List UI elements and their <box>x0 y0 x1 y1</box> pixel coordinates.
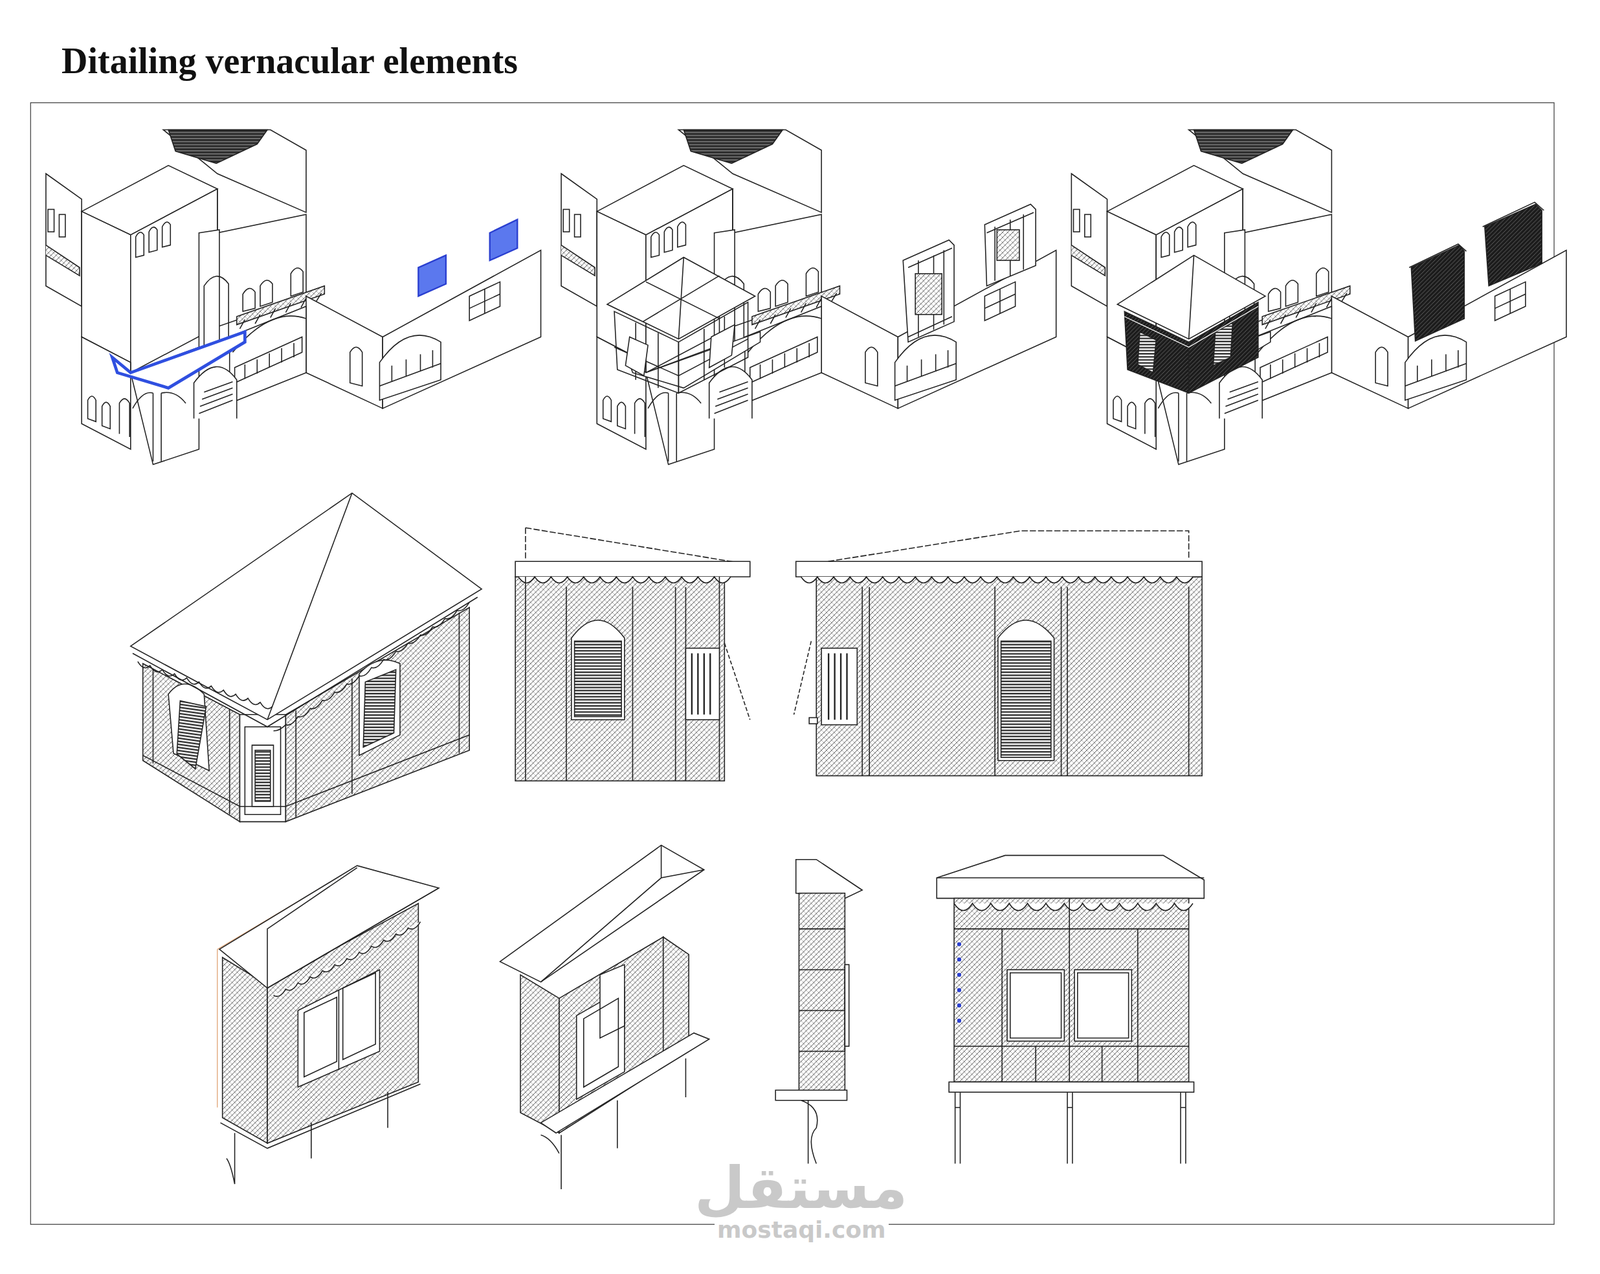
watermark-url: mostaqi.com <box>714 1218 889 1242</box>
page-title: Ditailing vernacular elements <box>61 42 518 79</box>
watermark-arabic: مستقل <box>691 1158 911 1217</box>
